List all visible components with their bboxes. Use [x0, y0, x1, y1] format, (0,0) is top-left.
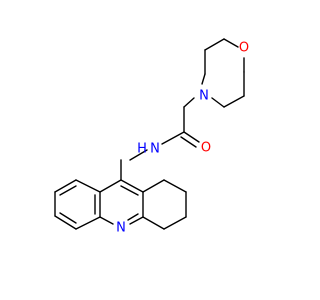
- morpholine-ring: [201, 38, 245, 108]
- morpholine-nitrogen-label: N: [199, 89, 209, 104]
- bond: [142, 179, 165, 193]
- bond: [223, 38, 239, 48]
- bond: [54, 215, 77, 230]
- bond: [161, 131, 185, 145]
- carbonyl-oxygen-label: O: [201, 141, 211, 156]
- bond: [201, 73, 206, 85]
- bond: [204, 38, 225, 51]
- bond: [54, 179, 77, 193]
- bond: [223, 95, 245, 108]
- aromatic-bond: [127, 213, 139, 221]
- pyridine-ring: [99, 159, 144, 225]
- amide-nitrogen-label: N: [150, 142, 160, 157]
- acetamide-linker: [129, 97, 200, 161]
- aromatic-bond: [59, 212, 77, 224]
- carbonyl-double-bond: [183, 131, 200, 143]
- aromatic-bond: [59, 185, 77, 196]
- bond: [163, 216, 187, 230]
- bond: [99, 216, 114, 225]
- carbonyl-double-bond: [180, 136, 197, 148]
- acridine-nitrogen-label: N: [116, 221, 126, 236]
- bond: [129, 216, 144, 225]
- bond: [142, 216, 165, 230]
- bond: [120, 179, 144, 193]
- benzo-ring: [54, 179, 122, 230]
- bond: [211, 97, 225, 108]
- oxygen-ring-label: O: [239, 41, 249, 56]
- cyclohexane-ring: [142, 179, 187, 230]
- aromatic-bond: [120, 185, 139, 196]
- bond: [163, 179, 187, 193]
- bond: [183, 97, 195, 108]
- amide-hydrogen-label: H: [137, 142, 147, 157]
- bond: [75, 216, 101, 230]
- bond: [129, 149, 148, 161]
- bond: [75, 179, 101, 193]
- bond: [99, 179, 122, 193]
- molecule-structure: O N O N H N: [54, 38, 249, 236]
- molecule-canvas: O N O N H N: [54, 38, 249, 236]
